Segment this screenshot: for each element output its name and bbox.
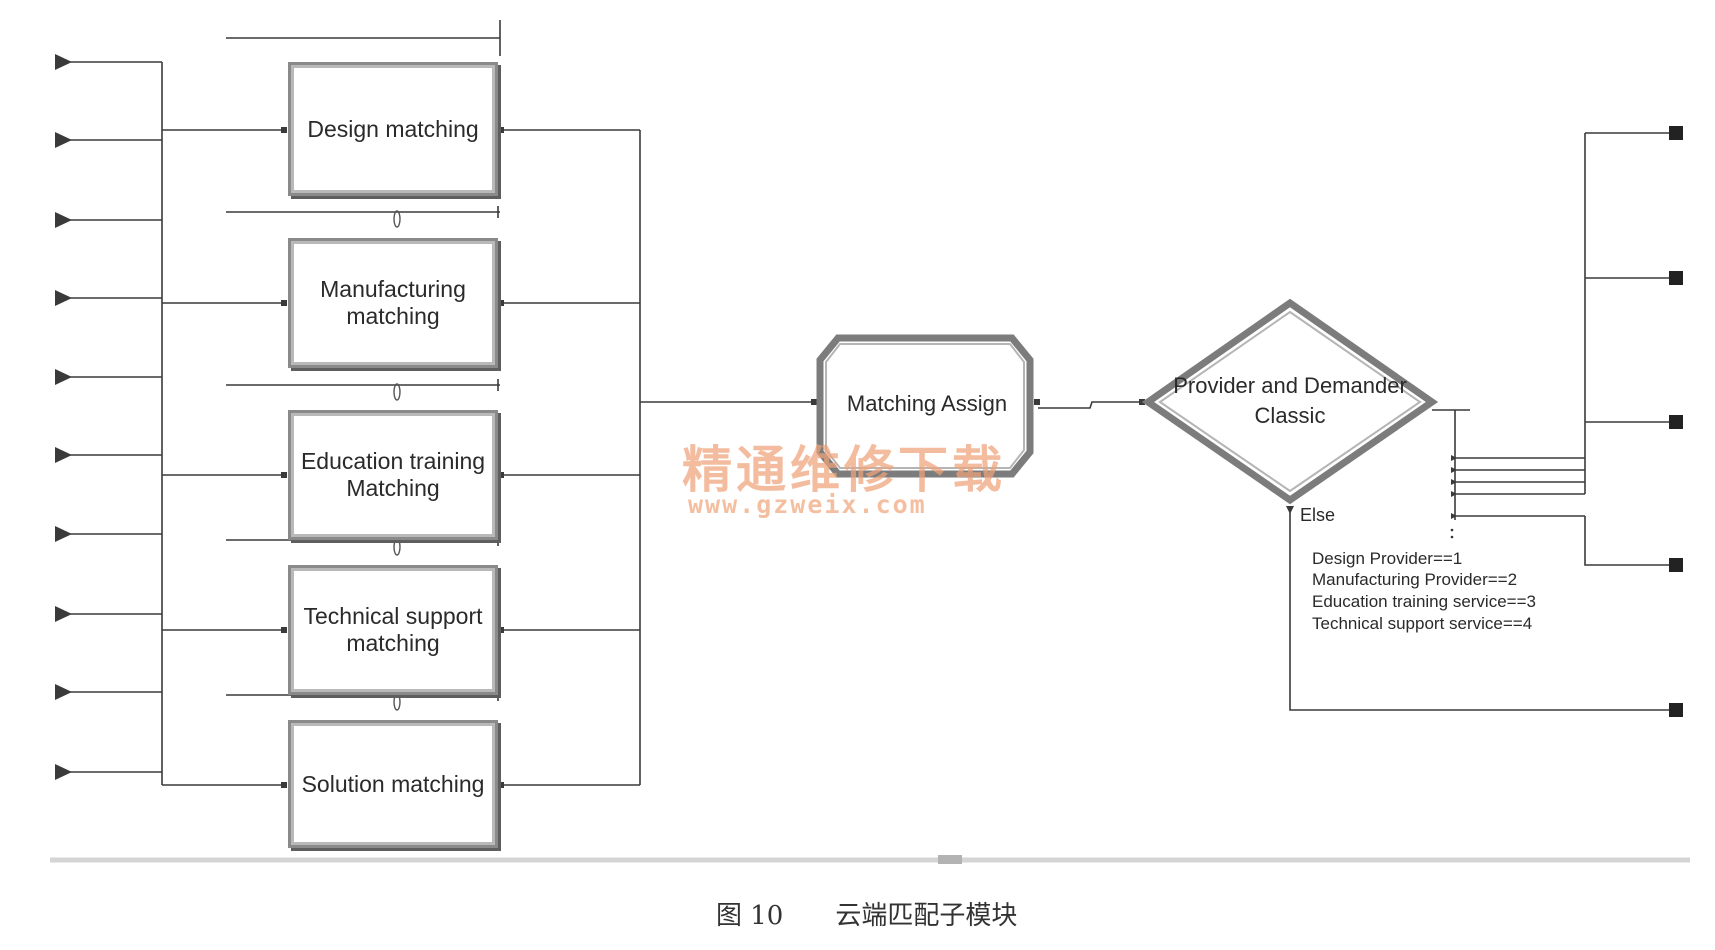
connector-port xyxy=(281,472,287,478)
scroll-thumb xyxy=(938,855,962,864)
separator-marker xyxy=(393,693,401,711)
branch-arrow-icon xyxy=(1451,491,1457,497)
matching-assign-inner-border xyxy=(825,343,1025,469)
branch-arrow-icon xyxy=(1451,455,1457,461)
connector-port xyxy=(281,627,287,633)
connector-port xyxy=(498,472,504,478)
connector-port xyxy=(281,782,287,788)
diamond-inner-border xyxy=(1158,310,1422,493)
else-connector xyxy=(1289,510,1672,711)
separator-marker xyxy=(393,538,401,556)
dispose-exit-icon xyxy=(1669,126,1683,140)
condition-design-provider: Design Provider==1 xyxy=(1312,549,1463,568)
design-matching-label: Design matching xyxy=(307,115,479,142)
connector-port xyxy=(281,300,287,306)
else-branch-label: Else xyxy=(1300,505,1336,525)
branch-arrow-icon xyxy=(1451,467,1457,473)
connector-port xyxy=(498,127,504,133)
manufacturing-matching-label: Manufacturing matching xyxy=(320,276,466,329)
connector-port xyxy=(498,782,504,788)
connector-port xyxy=(281,127,287,133)
dispose-exit-icon xyxy=(1669,703,1683,717)
matching-assign-shape xyxy=(816,334,1034,478)
separator-marker xyxy=(393,210,401,228)
condition-education-training-service: Education training service==3 xyxy=(1312,592,1536,611)
education-training-matching-label: Education training Matching xyxy=(300,448,486,501)
design-matching-module[interactable]: Design matching xyxy=(288,62,498,196)
exit-connector-4 xyxy=(1584,516,1672,566)
solution-matching-label: Solution matching xyxy=(301,770,485,797)
solution-matching-module[interactable]: Solution matching xyxy=(288,720,498,848)
watermark-url-text: www.gzweix.com xyxy=(688,490,927,519)
dispose-exit-icon xyxy=(1669,415,1683,429)
watermark-chinese-text: 精通维修下载 xyxy=(682,440,1006,499)
connector-port xyxy=(1034,399,1040,405)
condition-technical-support-service: Technical support service==4 xyxy=(1312,614,1533,633)
education-training-matching-module[interactable]: Education training Matching xyxy=(288,410,498,540)
condition-manufacturing-provider: Manufacturing Provider==2 xyxy=(1312,570,1518,589)
decide-input-connector xyxy=(1038,401,1142,409)
dispose-exit-icon xyxy=(1669,558,1683,572)
figure-caption: 图 10 云端匹配子模块 xyxy=(716,901,1018,931)
dispose-exit-icon xyxy=(1669,271,1683,285)
connector-port xyxy=(498,300,504,306)
provider-demander-diamond xyxy=(1141,298,1439,505)
technical-support-matching-label: Technical support matching xyxy=(303,603,483,656)
technical-support-matching-module[interactable]: Technical support matching xyxy=(288,565,498,695)
branch-arrow-icon xyxy=(1451,513,1457,519)
dot-marker xyxy=(1450,535,1454,539)
connector-port xyxy=(811,399,817,405)
matching-assign-label: Matching Assign xyxy=(846,391,1008,416)
separator-marker xyxy=(393,383,401,401)
branch-arrow-icon xyxy=(1451,479,1457,485)
dot-marker xyxy=(1450,528,1454,532)
provider-demander-classic-label: Provider and Demander Classic xyxy=(1173,373,1407,428)
manufacturing-matching-module[interactable]: Manufacturing matching xyxy=(288,238,498,368)
connector-port xyxy=(498,627,504,633)
